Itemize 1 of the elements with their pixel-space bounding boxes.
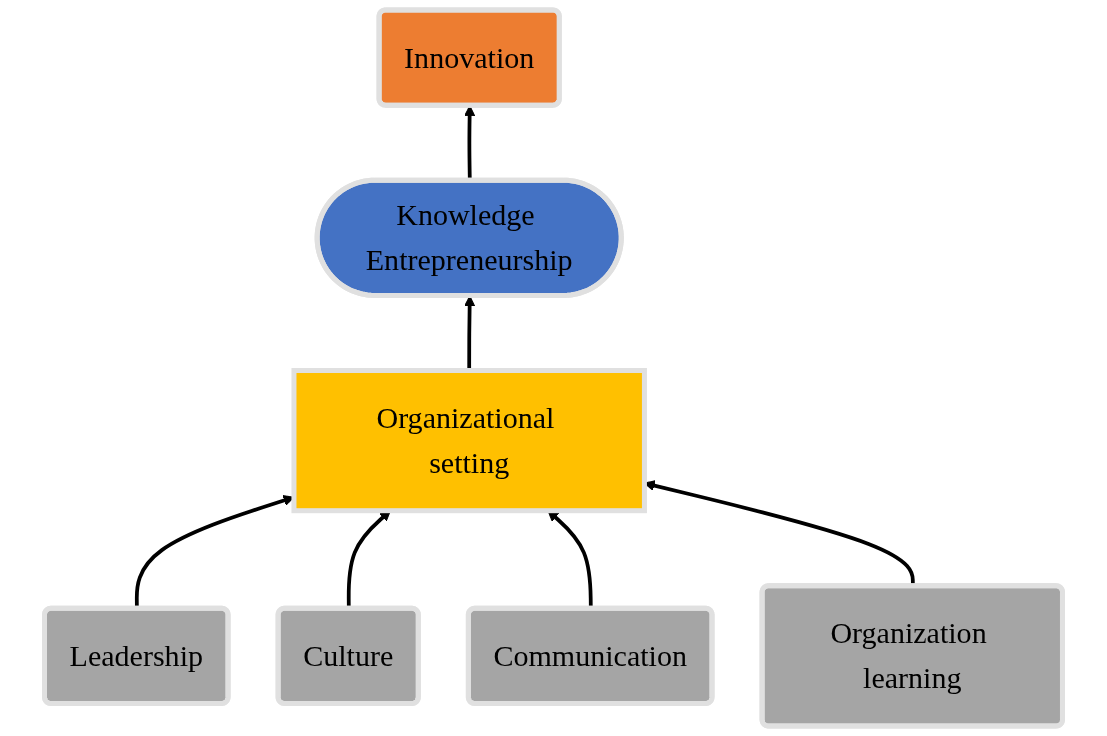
node-box: Organizational setting — [291, 368, 647, 514]
